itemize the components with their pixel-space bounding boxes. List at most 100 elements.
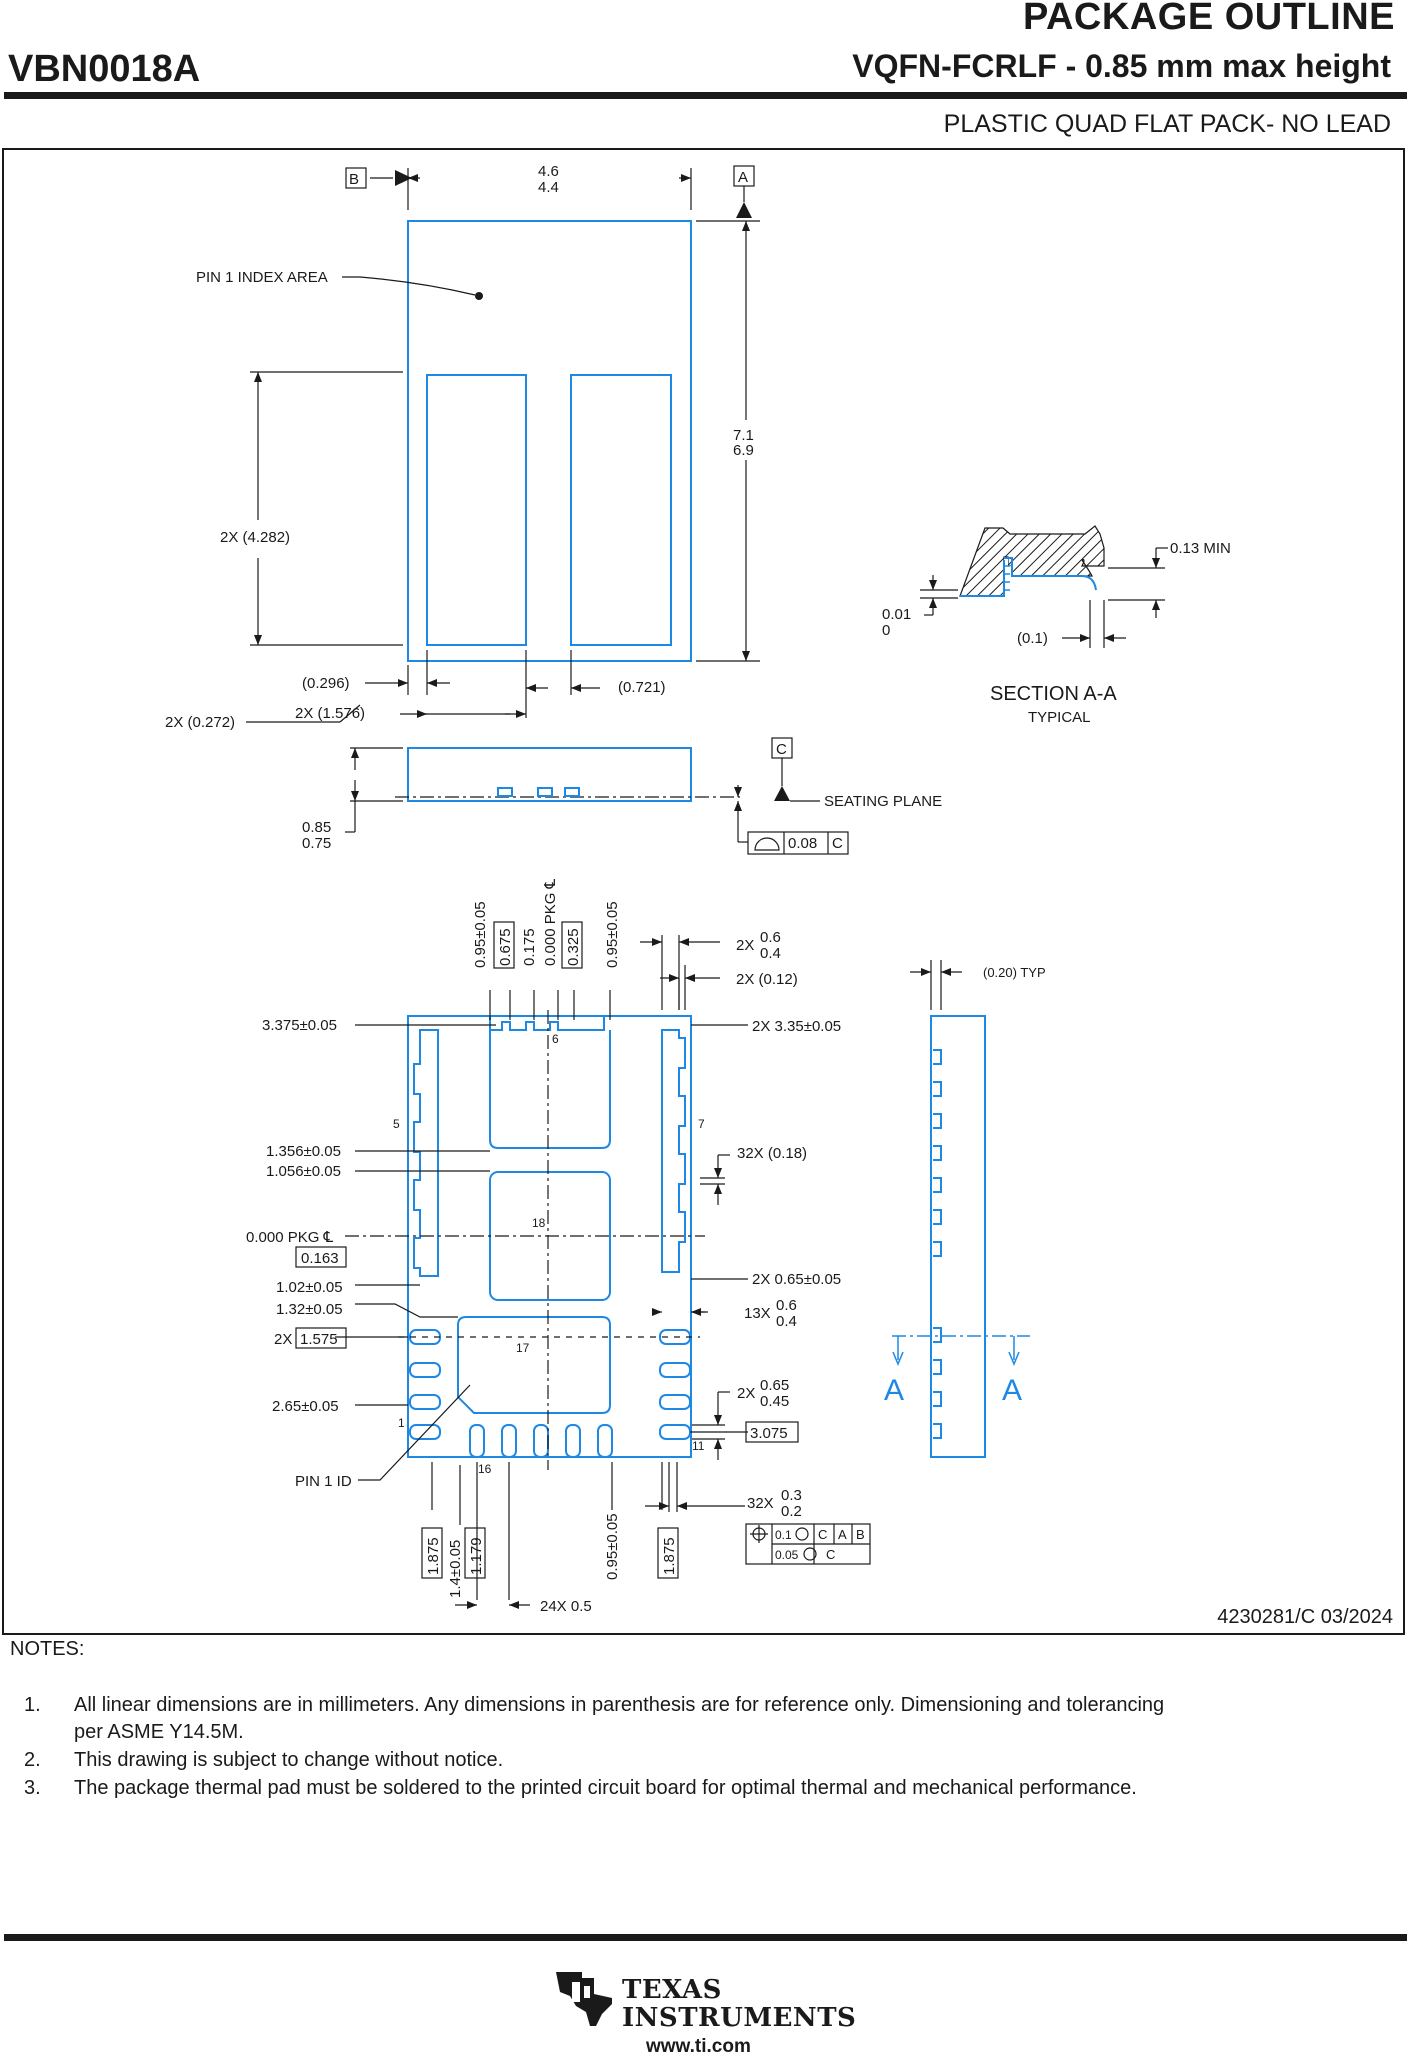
top-view	[246, 165, 760, 723]
bottom-dim-3-box: 1.179	[464, 1527, 486, 1579]
dim-065-max: 0.65	[760, 1377, 789, 1394]
section-arrow-left: A	[884, 1374, 904, 1407]
pin-label-5: 5	[393, 1117, 400, 1131]
dim-012: 2X (0.12)	[736, 971, 798, 988]
pin-label-18: 18	[532, 1216, 546, 1230]
pkg-center-label: 0.000 PKG ℄	[246, 1229, 334, 1246]
length-min: 6.9	[733, 442, 754, 459]
count-32x: 32X	[747, 1495, 774, 1512]
note-3: 3. The package thermal pad must be solder…	[24, 1775, 1354, 1802]
header-rule	[4, 92, 1407, 99]
datum-ref-b: B	[856, 1527, 865, 1542]
tol-2: 0.05	[775, 1548, 799, 1562]
count-13x: 13X	[744, 1305, 771, 1322]
section-a-a	[920, 525, 1168, 648]
brand-line-1: TEXAS	[622, 1975, 722, 2005]
dim-065: 2X 0.65±0.05	[752, 1271, 841, 1288]
height-max: 0.85	[302, 819, 331, 836]
note-1-number: 1.	[24, 1694, 41, 1716]
pin-label-17: 17	[516, 1341, 530, 1355]
ti-wordmark: TEXAS INSTRUMENTS	[622, 1976, 856, 2032]
note-3-number: 3.	[24, 1777, 41, 1799]
width-max: 4.6	[538, 163, 559, 180]
length-max: 7.1	[733, 427, 754, 444]
section-arrow-right: A	[1002, 1374, 1022, 1407]
pin-label-11: 11	[692, 1439, 705, 1453]
dim-1576: 2X (1.576)	[295, 705, 365, 722]
bottom-dim-1: 1.875	[425, 1537, 442, 1575]
note-1: 1. All linear dimensions are in millimete…	[24, 1692, 1354, 1746]
seating-plane-label: SEATING PLANE	[824, 793, 942, 810]
dim-0163-box: 0.163	[295, 1246, 347, 1268]
ti-logo-icon	[556, 1972, 612, 2026]
note-1-text: All linear dimensions are in millimeters…	[74, 1694, 1165, 1716]
pin-label-7: 7	[698, 1117, 705, 1131]
top-dim-3: 0.175	[521, 928, 538, 966]
document-number: 4230281/C 03/2024	[1217, 1606, 1393, 1628]
dim-1356: 1.356±0.05	[266, 1143, 341, 1160]
section-standoff-max: 0.01	[882, 606, 911, 623]
note-2-text: This drawing is subject to change withou…	[74, 1749, 504, 1771]
count-2x-b: 2X	[737, 1385, 755, 1402]
datum-ref-c: C	[818, 1527, 827, 1542]
dim-265: 2.65±0.05	[272, 1398, 339, 1415]
bottom-dim-1-box: 1.875	[421, 1527, 443, 1579]
lead-width-count: 2X	[736, 937, 754, 954]
dim-0296: (0.296)	[302, 675, 350, 692]
dim-335: 2X 3.35±0.05	[752, 1018, 841, 1035]
datum-b: B	[349, 171, 359, 188]
dim-045-min: 0.45	[760, 1393, 789, 1410]
package-description: PLASTIC QUAD FLAT PACK- NO LEAD	[943, 110, 1391, 138]
dim-0721: (0.721)	[618, 679, 666, 696]
datum-ref-a: A	[838, 1527, 847, 1542]
top-dim-5-box: 0.325	[561, 921, 583, 969]
dim-03: 0.3	[781, 1487, 802, 1504]
dim-3375: 3.375±0.05	[262, 1017, 337, 1034]
notes-heading: NOTES:	[10, 1638, 85, 1660]
lead-width-min: 0.4	[760, 945, 781, 962]
bottom-dim-5-box: 1.875	[657, 1527, 679, 1579]
dim-13x-max: 0.6	[776, 1297, 797, 1314]
datum-c: C	[776, 741, 787, 758]
website-link[interactable]: www.ti.com	[646, 2036, 751, 2057]
side-view	[345, 737, 849, 855]
lead-width-max: 0.6	[760, 929, 781, 946]
width-min: 4.4	[538, 179, 559, 196]
bottom-view	[335, 935, 871, 1609]
section-min-label: 0.13 MIN	[1170, 540, 1231, 557]
count-2x: 2X	[274, 1331, 292, 1348]
dim-102: 1.02±0.05	[276, 1279, 343, 1296]
datum-ref-c2: C	[826, 1547, 835, 1562]
page-title: PACKAGE OUTLINE	[1022, 0, 1395, 38]
bottom-dim-4: 0.95±0.05	[604, 1513, 621, 1580]
top-dim-2-box: 0.675	[493, 921, 515, 969]
pin-label-6: 6	[552, 1032, 559, 1046]
footer-rule	[4, 1934, 1407, 1941]
section-subtitle: TYPICAL	[1028, 709, 1091, 726]
bottom-dim-5: 1.875	[661, 1537, 678, 1575]
dim-02: 0.2	[781, 1503, 802, 1520]
pin1-index-label: PIN 1 INDEX AREA	[196, 269, 328, 286]
section-standoff-min: 0	[882, 622, 890, 639]
bottom-dim-2: 1.4±0.05	[447, 1540, 464, 1598]
note-3-text: The package thermal pad must be soldered…	[74, 1777, 1137, 1799]
pin-label-1: 1	[398, 1416, 405, 1430]
datum-a: A	[738, 169, 748, 186]
flatness-value: 0.08	[788, 835, 817, 852]
top-dim-1: 0.95±0.05	[472, 901, 489, 968]
bottom-side-view	[892, 960, 1030, 1458]
top-dim-6: 0.95±0.05	[604, 901, 621, 968]
part-number: VBN0018A	[8, 48, 201, 90]
bottom-dim-3: 1.179	[468, 1537, 485, 1575]
top-dim-2: 0.675	[497, 928, 514, 966]
tol-1: 0.1	[775, 1528, 792, 1542]
dim-3075-box: 3.075	[745, 1421, 799, 1443]
pin1-id-label: PIN 1 ID	[295, 1473, 352, 1490]
pad-length-label: 2X (4.282)	[220, 529, 290, 546]
drawing-frame	[2, 148, 1405, 1635]
brand-line-2: INSTRUMENTS	[622, 2003, 857, 2033]
dim-1056: 1.056±0.05	[266, 1163, 341, 1180]
dim-13x-min: 0.4	[776, 1313, 797, 1330]
height-min: 0.75	[302, 835, 331, 852]
pin-label-16: 16	[478, 1462, 492, 1476]
